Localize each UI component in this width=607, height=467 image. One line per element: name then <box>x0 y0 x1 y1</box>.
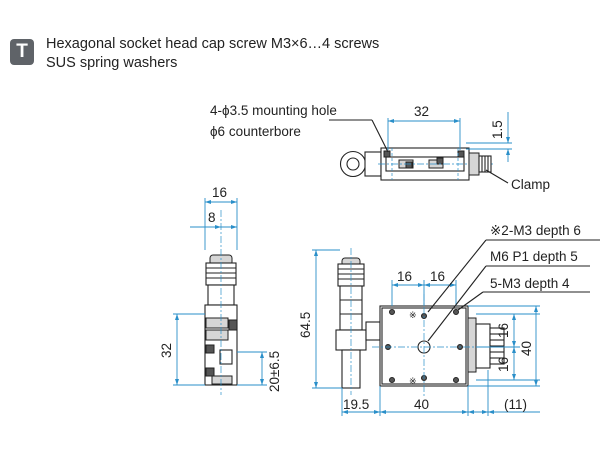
dim-bottom-left: 19.5 <box>343 397 369 412</box>
svg-text:※: ※ <box>409 376 417 386</box>
dim-side-half: 8 <box>208 210 216 225</box>
callout-counterbore: ϕ6 counterbore <box>210 124 301 139</box>
svg-text:※: ※ <box>409 310 417 320</box>
front-view: ※ ※ <box>312 239 600 416</box>
dim-front-height: 64.5 <box>298 312 313 338</box>
note-screw: Hexagonal socket head cap screw M3×6…4 s… <box>46 36 380 52</box>
screw-type-icon: T <box>10 39 34 65</box>
side-view <box>173 198 267 395</box>
callout-m6-depth5: M6 P1 depth 5 <box>490 249 578 264</box>
callout-m3-depth4: 5-M3 depth 4 <box>490 276 570 291</box>
dim-side-height: 32 <box>159 343 174 358</box>
dim-side-width: 16 <box>212 185 227 200</box>
note-washer: SUS spring washers <box>46 55 178 71</box>
top-view <box>329 112 512 184</box>
callout-m3-depth6: ※2-M3 depth 6 <box>490 223 581 238</box>
dim-top-width: 32 <box>414 104 429 119</box>
dim-bottom-width: 40 <box>414 397 429 412</box>
callout-clamp: Clamp <box>511 177 550 192</box>
dim-right-span-b: 16 <box>496 357 511 372</box>
dim-right-height: 40 <box>519 341 534 356</box>
dim-top-height: 1.5 <box>490 120 505 139</box>
dim-side-travel: 20±6.5 <box>267 351 282 392</box>
dim-front-span-a: 16 <box>397 269 412 284</box>
dim-front-span-b: 16 <box>430 269 445 284</box>
dim-bottom-right: (11) <box>504 397 527 412</box>
dim-right-span-a: 16 <box>496 323 511 338</box>
callout-mounting-hole: 4-ϕ3.5 mounting hole <box>210 103 337 118</box>
